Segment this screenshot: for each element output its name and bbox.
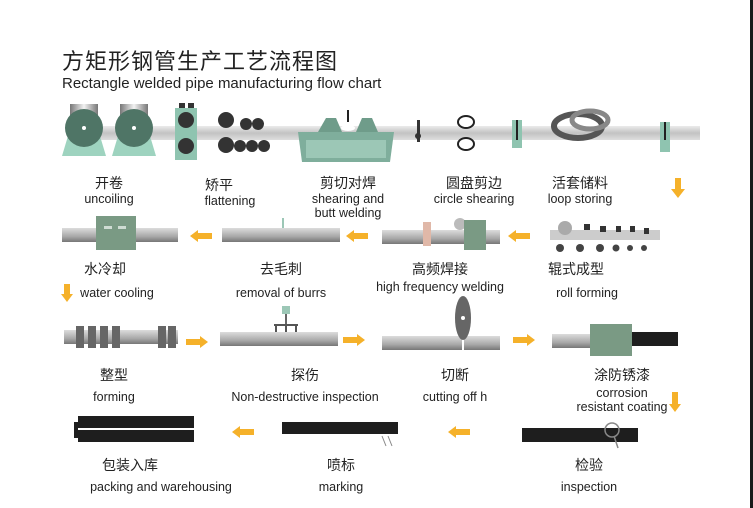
- ndt-probe-icon: [220, 306, 338, 346]
- step-cutting-off: 切断 cutting off h: [410, 368, 500, 404]
- coating-unit-icon: [552, 324, 678, 356]
- deburring-pipe-icon: [222, 218, 340, 242]
- step-label-en: marking: [318, 480, 364, 495]
- step-label-cn: 水冷却: [84, 262, 126, 278]
- step-label-en: loop storing: [547, 192, 613, 207]
- step-label-cn: 切断: [441, 368, 469, 384]
- step-label-cn: 矫平: [205, 178, 233, 194]
- welding-table-icon: [298, 110, 394, 162]
- step-label-en: water cooling: [80, 286, 154, 301]
- step-packing-warehousing: 包装入库 packing and warehousing: [86, 458, 236, 494]
- step-forming: 整型 forming: [74, 368, 154, 404]
- step-label-en-2: butt welding: [314, 206, 382, 221]
- step-corrosion-resistant-coating: 涂防锈漆 corrosion resistant coating: [572, 368, 672, 415]
- step-label-cn: 高频焊接: [412, 262, 468, 278]
- arrow-left-icon: [190, 230, 212, 242]
- step-uncoiling: 开卷 uncoiling: [64, 176, 154, 206]
- step-label-cn: 探伤: [291, 368, 319, 384]
- step-label-cn: 涂防锈漆: [594, 368, 650, 384]
- step-label-en: forming: [93, 390, 135, 405]
- step-non-destructive-inspection: 探伤 Non-destructive inspection: [220, 368, 390, 404]
- step-label-cn: 圆盘剪边: [446, 176, 502, 192]
- step-label-en: removal of burrs: [235, 286, 327, 301]
- step-label-cn: 检验: [575, 458, 603, 474]
- step-label-cn: 整型: [100, 368, 128, 384]
- step-water-cooling: 水冷却 water cooling: [72, 262, 162, 300]
- arrow-left-icon: [346, 230, 368, 242]
- step-label-en: flattening: [204, 194, 256, 209]
- water-cooling-unit-icon: [62, 216, 178, 250]
- step-removal-of-burrs: 去毛刺 removal of burrs: [226, 262, 336, 300]
- step-label-en-2: resistant coating: [576, 400, 668, 415]
- step-label-en: Non-destructive inspection: [231, 390, 379, 405]
- step-label-cn: 喷标: [327, 458, 355, 474]
- hf-welding-unit-icon: [382, 218, 500, 250]
- flattening-rollers-icon: [175, 103, 270, 160]
- coil-icon: [62, 104, 106, 156]
- step-label-en: shearing and: [311, 192, 385, 207]
- arrow-left-icon: [232, 426, 254, 438]
- step-label-cn: 剪切对焊: [320, 176, 376, 192]
- step-label-cn: 活套储料: [552, 176, 608, 192]
- step-high-frequency-welding: 高频焊接 high frequency welding: [370, 262, 510, 294]
- cutting-saw-icon: [382, 296, 500, 350]
- step-label-cn: 去毛刺: [260, 262, 302, 278]
- step-inspection: 检验 inspection: [552, 458, 626, 494]
- step-label-en: circle shearing: [433, 192, 515, 207]
- guide-post-icon: [660, 122, 670, 152]
- arrow-right-icon: [186, 336, 208, 348]
- step-label-en: high frequency welding: [376, 280, 504, 295]
- step-label-en: inspection: [560, 480, 618, 495]
- arrow-right-icon: [343, 334, 365, 346]
- arrow-down-icon: [669, 392, 681, 412]
- steel-strip: [100, 126, 700, 140]
- coil-icon: [112, 104, 156, 156]
- circle-shear-icon: [415, 115, 522, 151]
- step-roll-forming: 辊式成型 roll forming: [542, 262, 632, 300]
- step-circle-shearing: 圆盘剪边 circle shearing: [424, 176, 524, 206]
- step-label-en: uncoiling: [84, 192, 134, 207]
- step-label-cn: 辊式成型: [548, 262, 604, 278]
- arrow-left-icon: [508, 230, 530, 242]
- inspection-pipe-icon: [522, 422, 638, 449]
- arrow-left-icon: [448, 426, 470, 438]
- step-loop-storing: 活套储料 loop storing: [538, 176, 622, 206]
- production-line-row3: [64, 296, 678, 356]
- step-label-cn: 开卷: [95, 176, 123, 192]
- step-label-en: packing and warehousing: [90, 480, 232, 495]
- production-line-row2: [62, 216, 660, 252]
- chart-title-en: Rectangle welded pipe manufacturing flow…: [62, 75, 382, 92]
- production-line-row4: [74, 416, 638, 449]
- step-marking: 喷标 marking: [306, 458, 376, 494]
- packed-pipes-icon: [74, 416, 194, 442]
- step-flattening: 矫平 flattening: [185, 178, 275, 208]
- forming-rollers-icon: [64, 326, 178, 348]
- production-line-top: [62, 103, 700, 162]
- step-label-cn: 包装入库: [102, 458, 158, 474]
- step-shearing-butt-welding: 剪切对焊 shearing and butt welding: [300, 176, 396, 221]
- arrow-right-icon: [513, 334, 535, 346]
- arrow-down-icon: [671, 178, 685, 198]
- loop-storage-icon: [551, 108, 611, 141]
- step-label-en: roll forming: [556, 286, 618, 301]
- marked-pipe-icon: [282, 422, 398, 447]
- arrow-down-icon: [61, 284, 73, 302]
- roll-forming-unit-icon: [550, 221, 660, 252]
- image-border: [750, 0, 753, 508]
- step-label-en: cutting off h: [422, 390, 488, 405]
- step-label-en: corrosion: [596, 386, 648, 401]
- chart-title-cn: 方矩形钢管生产工艺流程图: [62, 50, 339, 75]
